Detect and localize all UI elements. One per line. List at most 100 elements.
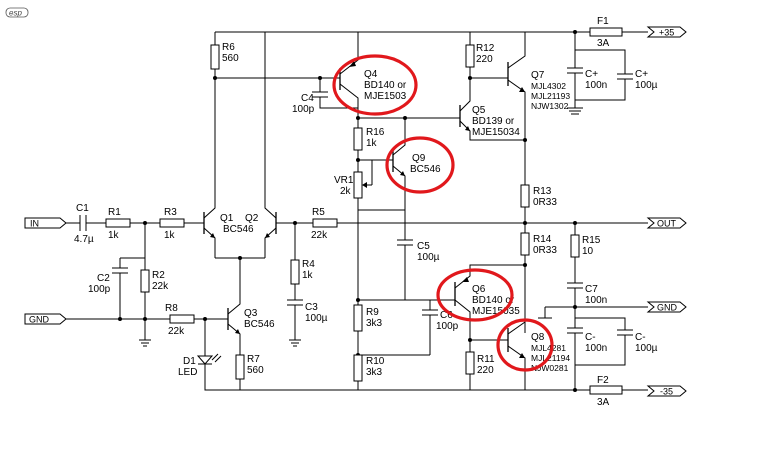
- r6-value: 560: [222, 53, 239, 64]
- cplus-small-ref: C+: [585, 69, 598, 80]
- highlight-ring-q4: [332, 54, 418, 116]
- c3-ref: C3: [305, 302, 318, 313]
- cminus-large-value: 100µ: [635, 343, 658, 354]
- r7-ref: R7: [247, 354, 260, 365]
- supply-decoupling: [567, 27, 633, 395]
- terminal-out: OUT: [646, 217, 687, 229]
- cplus-large-value: 100µ: [635, 80, 658, 91]
- terminal-gnd-out: GND: [646, 301, 687, 313]
- f1-value: 3A: [597, 38, 610, 49]
- q7-value3: NJW1302: [531, 101, 569, 111]
- q6-value2: MJE15035: [472, 306, 520, 317]
- q1-q2-pair: [203, 32, 340, 347]
- svg-text:GND: GND: [29, 315, 50, 325]
- r3-ref: R3: [164, 207, 177, 218]
- c4-ref: C4: [301, 93, 314, 104]
- r15-value: 10: [582, 246, 594, 257]
- vr1-ref: VR1: [334, 175, 354, 186]
- svg-text:-35: -35: [660, 387, 673, 397]
- q3-value: BC546: [244, 319, 275, 330]
- r4-value: 1k: [302, 270, 314, 281]
- q4-value2: MJE1503: [364, 91, 407, 102]
- r10-value: 3k3: [366, 367, 383, 378]
- q7-value2: MJL21193: [531, 91, 570, 101]
- q9-ref: Q9: [412, 153, 426, 164]
- q7-value: MJL4302: [531, 81, 566, 91]
- r12-value: 220: [476, 54, 493, 65]
- terminal-pos-supply: +35: [646, 26, 687, 38]
- q6-ref: Q6: [472, 284, 486, 295]
- r6-ref: R6: [222, 42, 235, 53]
- r13-ref: R13: [533, 186, 552, 197]
- r11-ref: R11: [477, 354, 495, 365]
- r11-value: 220: [477, 365, 494, 376]
- r5-ref: R5: [312, 207, 325, 218]
- r1-ref: R1: [108, 207, 121, 218]
- svg-text:IN: IN: [30, 219, 39, 229]
- q4-ref: Q4: [364, 69, 378, 80]
- q3-ref: Q3: [244, 308, 258, 319]
- highlight-ring-q8: [496, 318, 554, 372]
- cplus-large-ref: C+: [635, 69, 648, 80]
- c1-ref: C1: [76, 203, 89, 214]
- highlight-ring-q6: [436, 268, 514, 322]
- vr1-value: 2k: [340, 186, 352, 197]
- d1-ref: D1: [183, 356, 196, 367]
- q9-value: BC546: [410, 164, 441, 175]
- c2-ref: C2: [97, 273, 110, 284]
- highlight-rings: [332, 54, 554, 372]
- cminus-small-value: 100n: [585, 343, 607, 354]
- c1-value: 4.7µ: [74, 234, 94, 245]
- svg-text:OUT: OUT: [657, 219, 677, 229]
- svg-text:+35: +35: [659, 28, 674, 38]
- r1-value: 1k: [108, 230, 120, 241]
- f1-ref: F1: [597, 16, 609, 27]
- c6-ref: C6: [440, 310, 453, 321]
- c6-value: 100p: [436, 321, 459, 332]
- c7-value: 100n: [585, 295, 607, 306]
- q7-ref: Q7: [531, 70, 545, 81]
- esp-logo: esp: [5, 7, 29, 18]
- terminal-neg-supply: -35: [646, 385, 687, 397]
- input-section: [66, 215, 228, 347]
- c3-value: 100µ: [305, 313, 328, 324]
- q2-ref: Q2: [245, 213, 259, 224]
- r8-ref: R8: [165, 303, 178, 314]
- component-labels: C1 4.7µ R1 1k R2 22k C2 100p R3 1k Q1 BC…: [74, 16, 658, 408]
- r7-value: 560: [247, 365, 264, 376]
- r14-ref: R14: [533, 234, 552, 245]
- r16-ref: R16: [366, 127, 385, 138]
- terminal-gnd-in: GND: [24, 313, 67, 325]
- f2-ref: F2: [597, 375, 609, 386]
- r16-value: 1k: [366, 138, 378, 149]
- q8-value: MJL4281: [531, 343, 566, 353]
- q1-ref: Q1: [220, 213, 234, 224]
- r4-ref: R4: [302, 259, 315, 270]
- drivers-and-output: [422, 32, 583, 390]
- logo-text: esp: [9, 9, 22, 18]
- svg-text:GND: GND: [657, 303, 678, 313]
- q8-value2: MJL21194: [531, 353, 570, 363]
- f2-value: 3A: [597, 397, 610, 408]
- q4-value: BD140 or: [364, 80, 407, 91]
- c5-value: 100µ: [417, 252, 440, 263]
- r14-value: 0R33: [533, 245, 557, 256]
- cplus-small-value: 100n: [585, 80, 607, 91]
- q8-ref: Q8: [531, 332, 545, 343]
- r9-ref: R9: [366, 307, 379, 318]
- q8-value3: NJW0281: [531, 363, 569, 373]
- r8-value: 22k: [168, 326, 185, 337]
- supply-rails: [215, 31, 648, 391]
- r13-value: 0R33: [533, 197, 557, 208]
- cminus-small-ref: C-: [585, 332, 596, 343]
- q5-ref: Q5: [472, 105, 486, 116]
- c2-value: 100p: [88, 284, 111, 295]
- r10-ref: R10: [366, 356, 385, 367]
- r5-value: 22k: [311, 230, 328, 241]
- c4-value: 100p: [292, 104, 315, 115]
- d1-value: LED: [178, 367, 197, 378]
- q3-current-source: [196, 300, 245, 391]
- terminal-in: IN: [24, 217, 67, 229]
- q5-value: BD139 or: [472, 116, 515, 127]
